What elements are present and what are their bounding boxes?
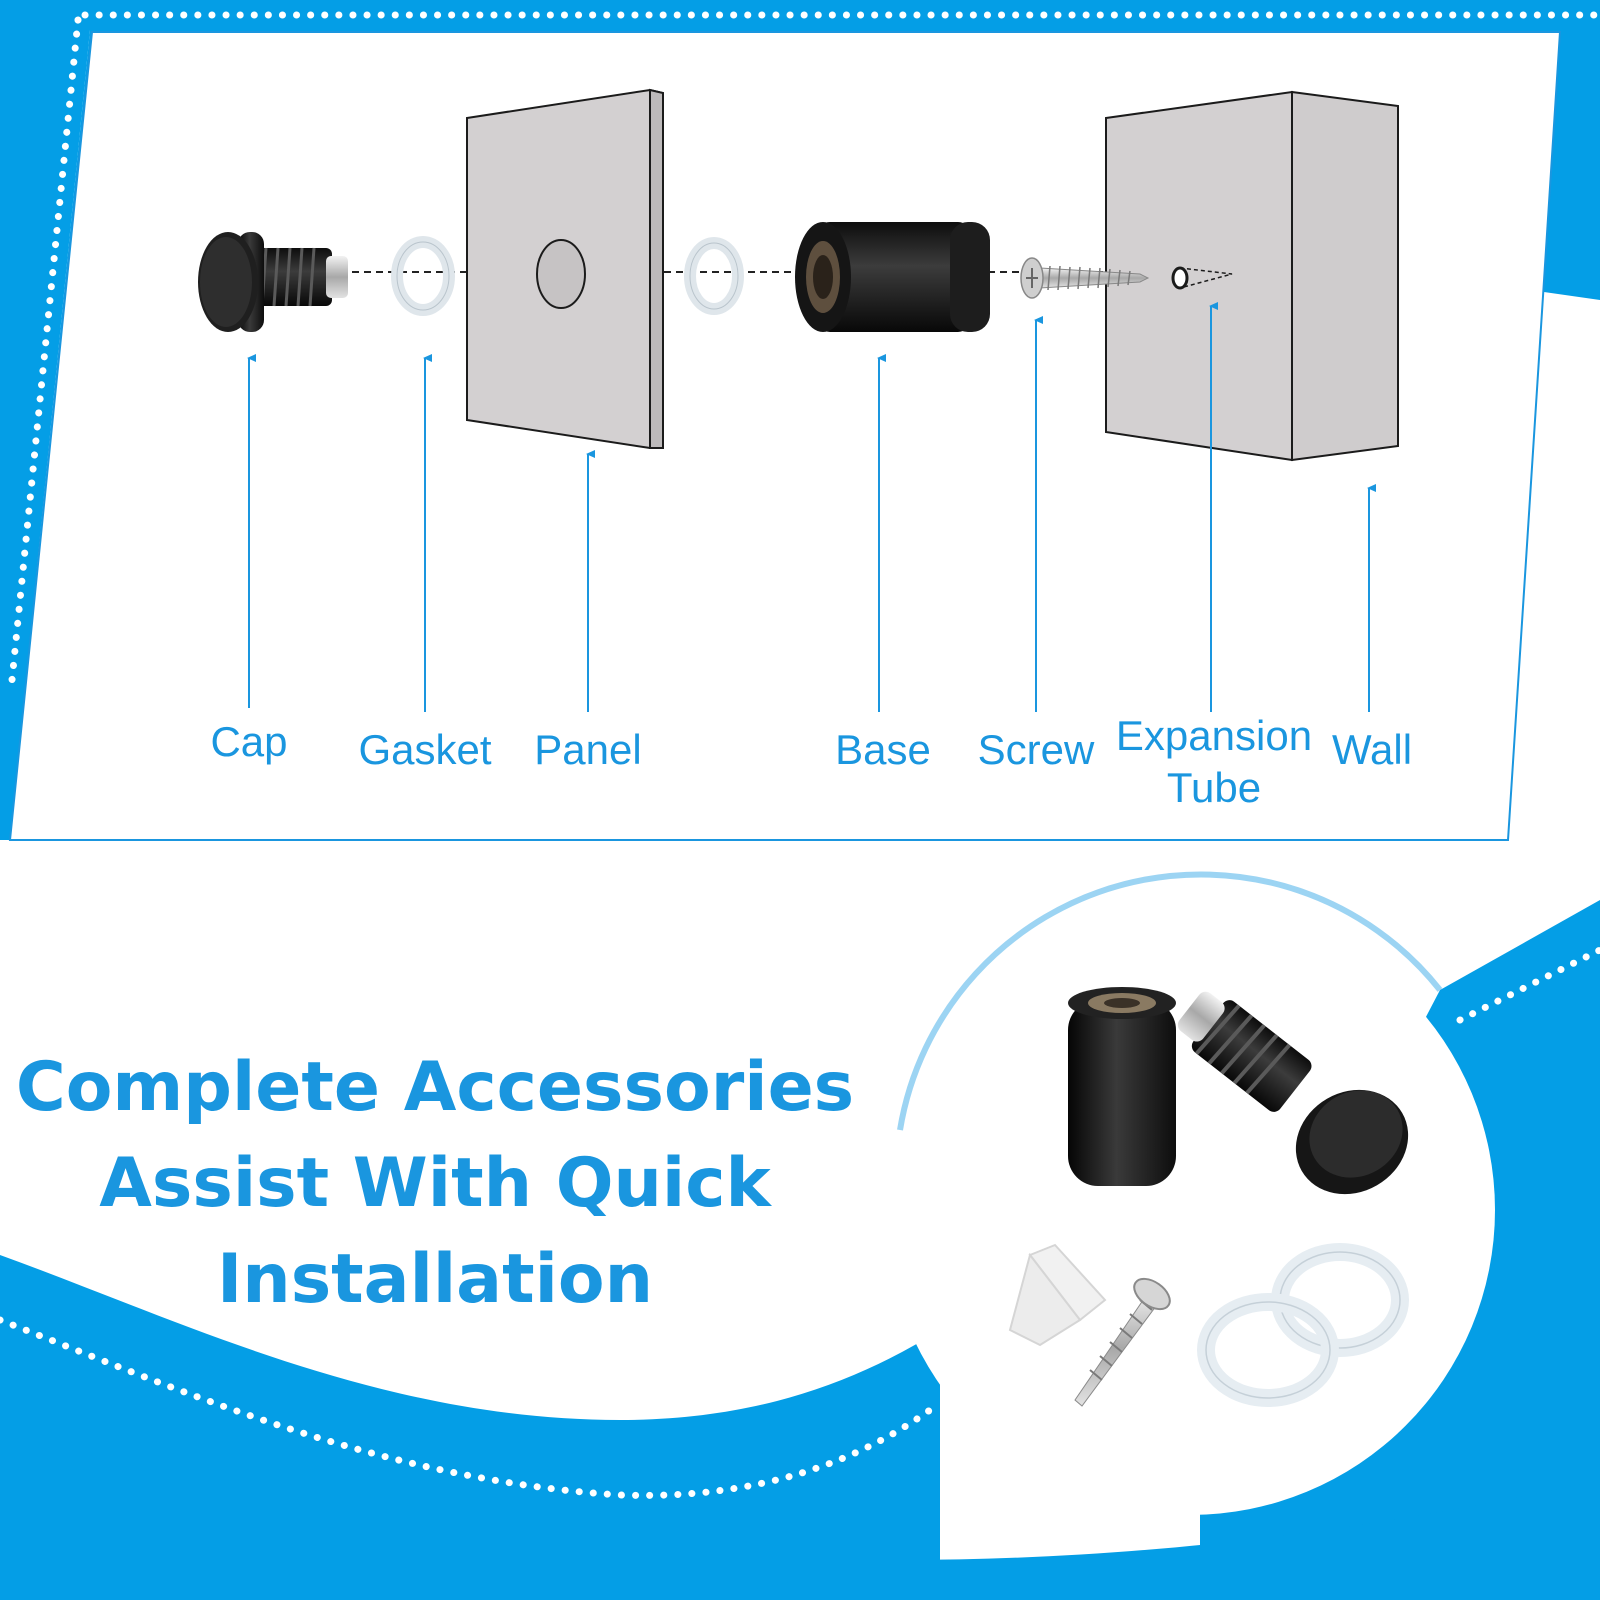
label-gasket: Gasket [358,726,492,773]
product-gaskets-photo [1197,1243,1409,1407]
headline-line-1: Complete Accessories [15,1048,855,1127]
product-base-photo [1068,987,1176,1186]
product-anchor-screw-photo [1008,1243,1171,1407]
wall-block [1105,90,1399,462]
label-base: Base [835,726,931,773]
headline-line-3: Installation [216,1240,654,1319]
screw-part [1020,257,1150,299]
pointer-arrows [247,302,1376,712]
product-cap-photo [1177,991,1409,1195]
label-expansion-tube: Expansion Tube [1112,712,1316,812]
base-part [795,222,990,332]
label-panel: Panel [534,726,642,773]
label-expansion-tube-line2: Tube [1166,764,1262,811]
label-wall: Wall [1331,726,1413,773]
product-photo-frame [885,905,1495,1515]
headline: Complete Accessories Assist With Quick I… [10,1040,860,1328]
cap-part [198,232,348,332]
label-cap: Cap [210,718,288,765]
gasket-part [391,236,744,316]
label-screw: Screw [977,726,1095,773]
label-expansion-tube-line1: Expansion [1115,712,1313,759]
headline-line-2: Assist With Quick [99,1144,771,1223]
panel-block [466,88,664,449]
